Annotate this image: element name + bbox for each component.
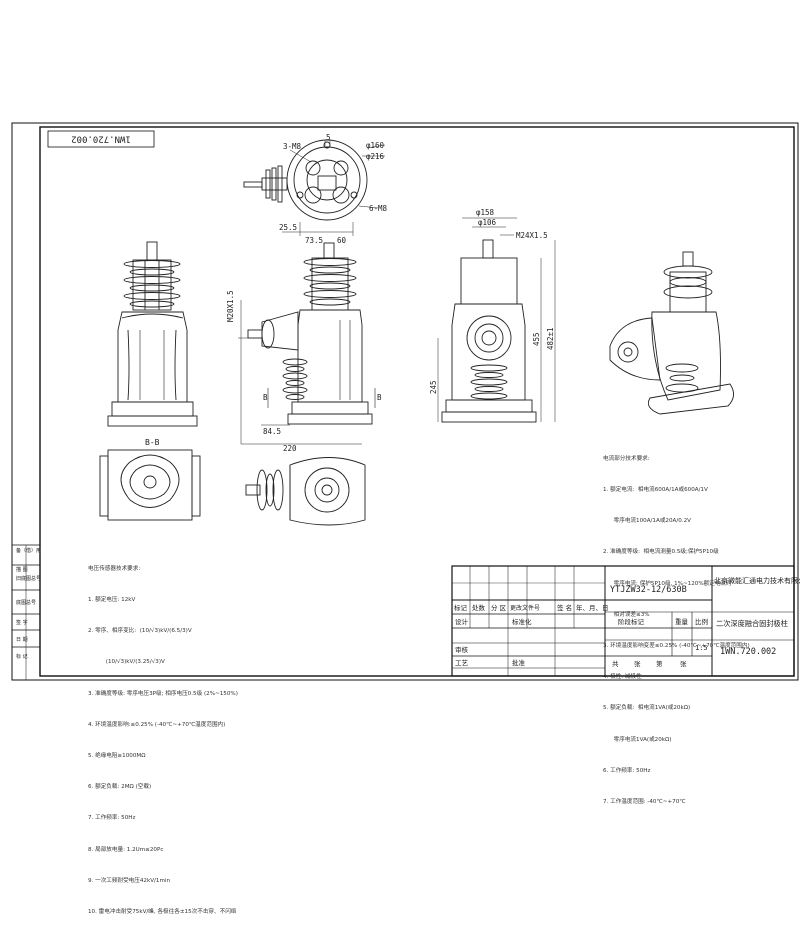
current-note-line: 电流部分技术要求: bbox=[603, 455, 650, 462]
label-220: 220 bbox=[283, 444, 297, 453]
label-6m8: 6-M8 bbox=[369, 204, 388, 213]
voltage-sensor-notes: 电压传感器技术要求: 1. 额定电压: 12kV 2. 零序、相序变比: (10… bbox=[88, 543, 238, 928]
label-weight: 重量 bbox=[675, 618, 689, 626]
drawing-number: 1WN.720.002 bbox=[720, 647, 776, 657]
right-front-view bbox=[437, 217, 556, 423]
current-note-line: 3. 环境温度影响变差≤0.25% (-40℃~+70℃温度范围内) bbox=[603, 643, 750, 650]
voltage-note-line: 1. 额定电压: 12kV bbox=[88, 597, 136, 604]
section-bb-label: B-B bbox=[145, 438, 160, 447]
model-number: YTJZW32-12/630B bbox=[610, 585, 687, 595]
current-note-line: 零序电流: 保护5P10级, 1%~120%额定电流时 bbox=[603, 580, 732, 587]
title-block-text: 标记 处数 分 区 更改文件号 签 名 年、月、日 设计 标准化 审核 工艺 批… bbox=[454, 576, 800, 668]
current-note-line: 1. 额定电流: 相电流600A/1A或600A/1V bbox=[603, 487, 708, 494]
current-note-line: 5. 额定负载: 相电流1VA(或20kΩ) bbox=[603, 705, 691, 712]
section-bb-view bbox=[99, 449, 201, 521]
label-dia106: φ106 bbox=[478, 218, 497, 227]
label-dim-5: 5 bbox=[326, 133, 331, 142]
label-stage: 阶段标记 bbox=[618, 617, 645, 626]
left-front-view bbox=[107, 241, 198, 427]
sheet-unit-2: 张 bbox=[680, 659, 687, 668]
voltage-note-line: 3. 准确度等级: 零序电压3P级; 相序电压0.5级 (2%~150%) bbox=[88, 690, 238, 697]
current-note-line: 6. 工作频率: 50Hz bbox=[603, 767, 651, 774]
label-process: 工艺 bbox=[455, 659, 469, 667]
current-note-line: 7. 工作温度范围: -40℃~+70℃ bbox=[603, 799, 686, 806]
voltage-note-line: 2. 零序、相序变比: (10/√3)kV/(6.5/3)V bbox=[88, 628, 192, 635]
isometric-view bbox=[609, 251, 734, 415]
strip-label-1: 备（借）用 bbox=[16, 547, 41, 554]
label-review: 审核 bbox=[455, 645, 469, 654]
voltage-note-line: 5. 绝缘电阻≥1000MΩ bbox=[88, 753, 146, 760]
header-count: 处数 bbox=[472, 603, 486, 612]
header-date: 年、月、日 bbox=[576, 603, 609, 612]
label-design: 设计 bbox=[455, 617, 469, 626]
bottom-view bbox=[245, 457, 366, 526]
voltage-note-line: 电压传感器技术要求: bbox=[88, 565, 141, 572]
rotated-drawing-number: 1WN.720.002 bbox=[71, 134, 131, 144]
label-ratio: 比例 bbox=[695, 617, 708, 626]
header-sign: 签 名 bbox=[557, 603, 572, 612]
voltage-note-line: 6. 额定负载: 2MΩ (空载) bbox=[88, 784, 152, 791]
sheet-index: 第 bbox=[656, 659, 663, 668]
label-dia160: φ160 bbox=[366, 141, 385, 150]
current-note-line: 零序电流1VA(或20kΩ) bbox=[603, 736, 672, 743]
label-3m8: 3-M8 bbox=[283, 142, 302, 151]
arrow-b-right: B bbox=[377, 393, 382, 402]
label-m24: M24X1.5 bbox=[516, 231, 548, 240]
label-60: 60 bbox=[337, 236, 347, 245]
sheet-total: 共 bbox=[612, 659, 619, 668]
label-approve: 批准 bbox=[512, 658, 526, 667]
engineering-drawing: 1WN.720.002 备（借）用 描 图 旧底图总号 底图总号 签 字 日 期… bbox=[11, 122, 800, 681]
arrow-b-left: B bbox=[263, 393, 268, 402]
voltage-note-line: (10/√3)kV/(3.25/√3)V bbox=[88, 659, 165, 666]
left-revision-strip: 备（借）用 描 图 旧底图总号 底图总号 签 字 日 期 标 记 bbox=[12, 544, 41, 680]
label-dia158: φ158 bbox=[476, 208, 495, 217]
company-name: 北京微能汇通电力技术有限公司 bbox=[714, 576, 800, 585]
middle-side-view bbox=[238, 242, 376, 445]
voltage-note-line: 7. 工作频率: 50Hz bbox=[88, 815, 136, 822]
header-mark: 标记 bbox=[454, 603, 468, 612]
current-note-line: 相对误差≤3% bbox=[603, 611, 650, 618]
current-note-line: 2. 准确度等级: 相电流测量0.5级;保护5P10级 bbox=[603, 549, 719, 556]
label-standardize: 标准化 bbox=[512, 617, 532, 626]
label-84-5: 84.5 bbox=[263, 427, 281, 436]
outer-frame bbox=[11, 122, 799, 681]
strip-label-3: 旧底图总号 bbox=[16, 575, 41, 582]
voltage-note-line: 10. 雷电冲击耐受75kV/峰, 各极往各±15次不击穿、不闪络 bbox=[88, 909, 237, 916]
voltage-note-line: 4. 环境温度影响:≤0.25% (-40℃~+70℃温度范围内) bbox=[88, 721, 226, 728]
label-455: 455 bbox=[532, 332, 541, 346]
inner-frame bbox=[39, 126, 795, 677]
label-dia216: φ216 bbox=[366, 152, 385, 161]
top-plan-labels: 3-M8 5 φ160 φ216 6-M8 25.5 73.5 60 bbox=[279, 133, 388, 245]
strip-label-2: 描 图 bbox=[16, 566, 28, 573]
header-change: 更改文件号 bbox=[510, 604, 540, 612]
strip-label-6: 日 期 bbox=[16, 637, 28, 643]
label-482: 482±1 bbox=[546, 327, 555, 350]
voltage-note-line: 9. 一次工频耐受电压42kV/1min bbox=[88, 877, 171, 884]
scale-value: 1:5 bbox=[695, 644, 708, 652]
strip-label-5: 签 字 bbox=[16, 619, 28, 626]
current-section-notes: 电流部分技术要求: 1. 额定电流: 相电流600A/1A或600A/1V 零序… bbox=[603, 433, 750, 818]
rotated-number-box: 1WN.720.002 bbox=[47, 130, 155, 148]
strip-label-7: 标 记 bbox=[16, 653, 28, 660]
header-zone: 分 区 bbox=[491, 603, 507, 612]
voltage-note-line: 8. 局部放电量: 1.2Um≤20Pc bbox=[88, 846, 164, 853]
strip-label-4: 底图总号 bbox=[16, 599, 36, 606]
sheet-unit-1: 张 bbox=[634, 659, 641, 668]
title-block bbox=[451, 565, 795, 677]
current-note-line: 4. 极性: 减极性 bbox=[603, 674, 642, 681]
label-245: 245 bbox=[429, 380, 438, 394]
drawing-title: 二次深度融合固封极柱 bbox=[716, 619, 788, 628]
top-plan-view bbox=[243, 139, 386, 236]
middle-side-labels: M20X1.5 84.5 220 B B bbox=[226, 290, 382, 453]
label-m20: M20X1.5 bbox=[226, 290, 235, 322]
current-note-line: 零序电流100A/1A或20A/0.2V bbox=[603, 518, 691, 525]
right-front-labels: φ158 φ106 M24X1.5 455 482±1 245 bbox=[429, 208, 555, 394]
label-25-5: 25.5 bbox=[279, 223, 297, 232]
label-73-5: 73.5 bbox=[305, 236, 323, 245]
